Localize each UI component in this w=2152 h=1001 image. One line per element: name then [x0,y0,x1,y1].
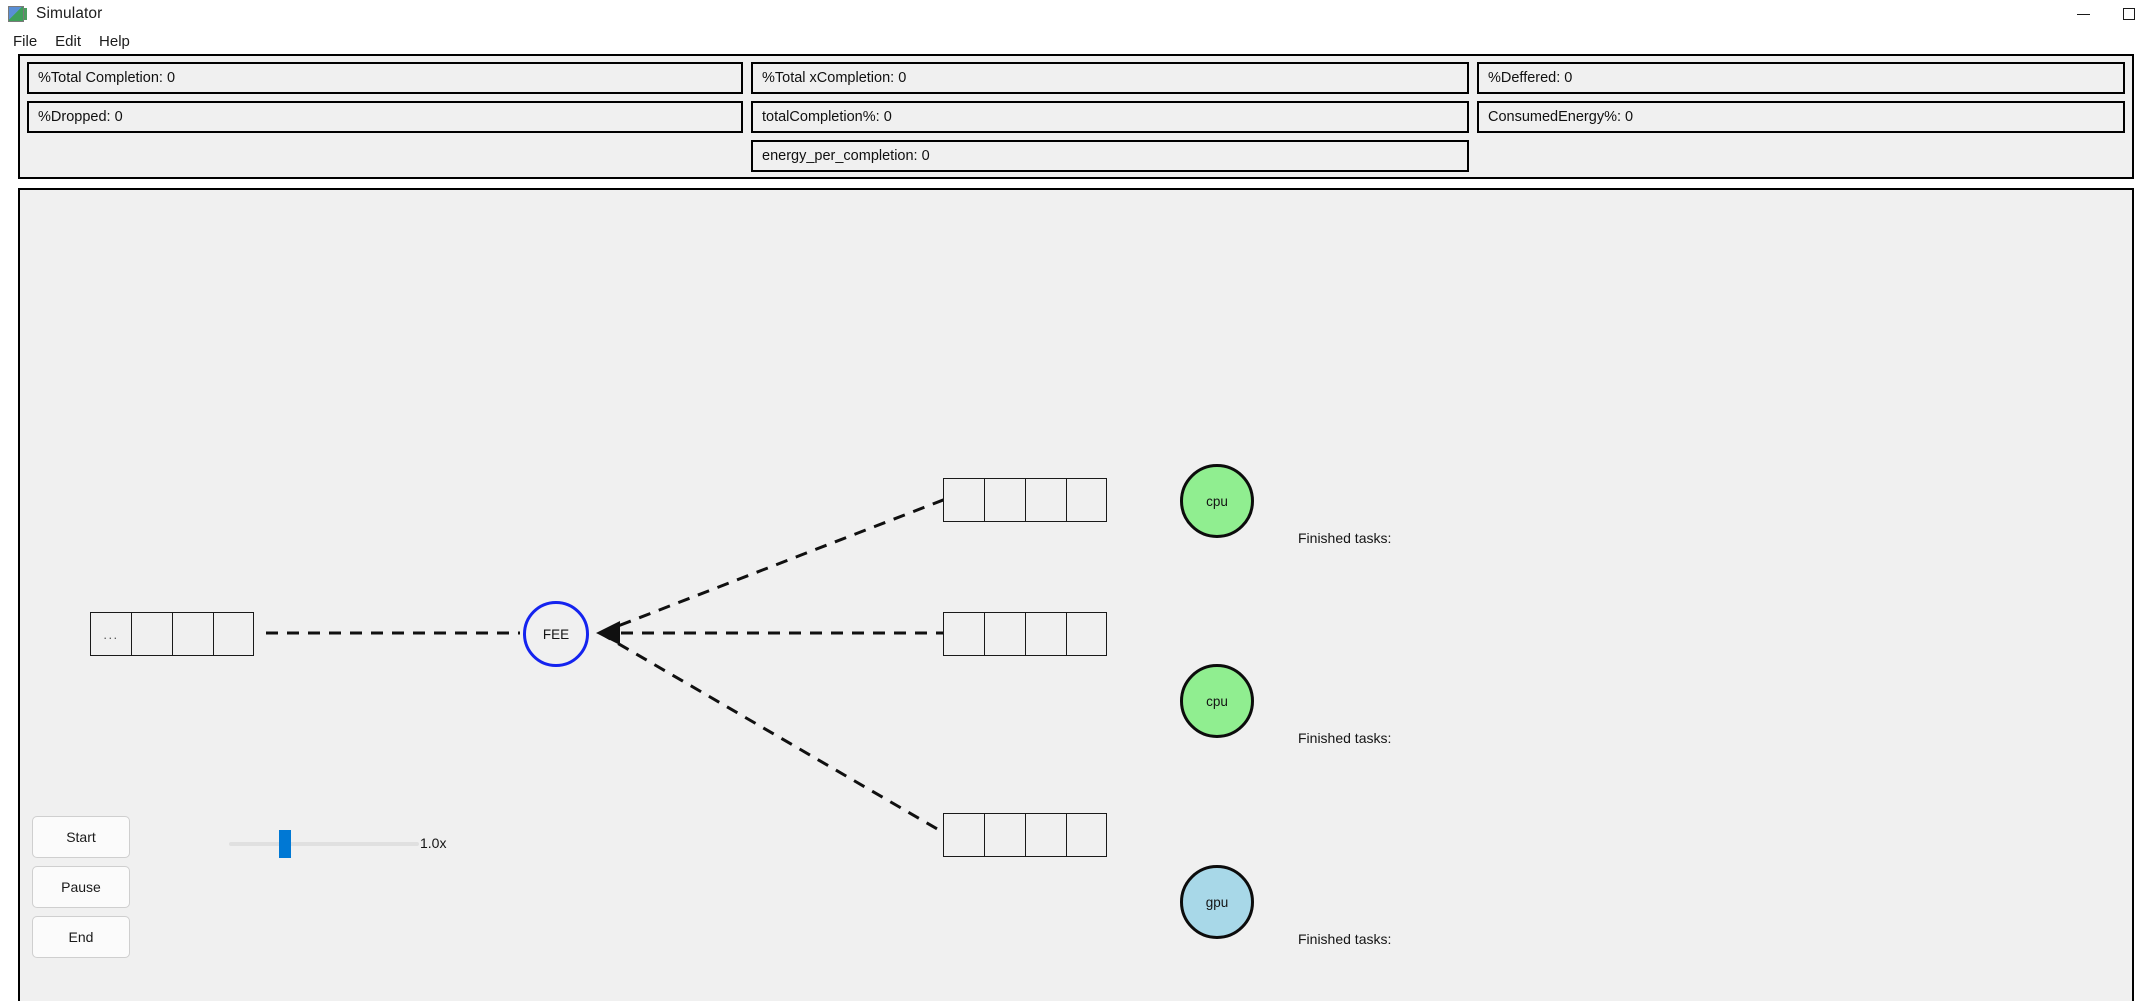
pause-button[interactable]: Pause [32,866,130,908]
queue-cell [943,813,984,857]
edge-fee-to-queue-1 [599,497,946,635]
processor-node-cpu-2[interactable]: cpu [1180,664,1254,738]
fee-node[interactable]: FEE [523,601,589,667]
maximize-icon [2123,8,2135,20]
stats-row-1: %Total Completion: 0 %Total xCompletion:… [27,62,2125,94]
processor-node-label: cpu [1206,493,1228,509]
stats-row-3: energy_per_completion: 0 [27,140,2125,172]
menu-item-edit[interactable]: Edit [55,32,82,50]
processor-queue-2[interactable] [943,612,1107,656]
queue-cell [984,478,1025,522]
stat-total-completion: %Total Completion: 0 [27,62,743,94]
speed-slider-thumb[interactable] [279,830,291,858]
minimize-button[interactable] [2060,0,2106,28]
speed-slider[interactable]: 1.0x [217,824,447,864]
processor-node-gpu[interactable]: gpu [1180,865,1254,939]
arrowhead-into-fee [596,621,620,645]
queue-cell [1066,478,1107,522]
statistics-panel: %Total Completion: 0 %Total xCompletion:… [18,54,2134,179]
stat-dropped: %Dropped: 0 [27,101,743,133]
queue-cell: ... [90,612,131,656]
queue-cell [1066,612,1107,656]
minimize-icon [2076,13,2090,15]
finished-tasks-label-2: Finished tasks: [1298,730,1392,746]
finished-tasks-label-1: Finished tasks: [1298,530,1392,546]
speed-slider-track[interactable] [229,842,419,846]
connection-lines [266,497,946,835]
queue-cell [984,612,1025,656]
edge-fee-to-queue-3 [599,631,946,835]
queue-cell [213,612,254,656]
app-icon [8,6,27,22]
processor-node-label: gpu [1205,894,1229,910]
queue-cell [131,612,172,656]
stats-row-2: %Dropped: 0 totalCompletion%: 0 Consumed… [27,101,2125,133]
maximize-button[interactable] [2106,0,2152,28]
source-queue[interactable]: ... [90,612,254,656]
menu-item-help[interactable]: Help [99,32,130,50]
menu-bar: File Edit Help [0,28,2152,54]
end-button[interactable]: End [32,916,130,958]
processor-queue-3[interactable] [943,813,1107,857]
queue-cell [1025,612,1066,656]
queue-cell [1025,478,1066,522]
menu-item-file[interactable]: File [13,32,38,50]
title-bar: Simulator [0,0,2152,28]
queue-cell [172,612,213,656]
queue-cell [943,478,984,522]
simulation-canvas: ... FEE cpu Finished tasks: cpu Finished… [18,188,2134,1001]
stat-consumed-energy: ConsumedEnergy%: 0 [1477,101,2125,133]
window-title: Simulator [36,5,103,22]
queue-cell [943,612,984,656]
stat-total-xcompletion: %Total xCompletion: 0 [751,62,1469,94]
stat-deffered: %Deffered: 0 [1477,62,2125,94]
start-button[interactable]: Start [32,816,130,858]
processor-queue-1[interactable] [943,478,1107,522]
queue-cell [1066,813,1107,857]
processor-node-cpu-1[interactable]: cpu [1180,464,1254,538]
queue-cell [1025,813,1066,857]
queue-cell [984,813,1025,857]
speed-slider-value: 1.0x [420,835,447,851]
stat-energy-per-completion: energy_per_completion: 0 [751,140,1469,172]
controls-group: Start Pause End 1.0x [32,816,452,966]
processor-node-label: cpu [1206,693,1228,709]
finished-tasks-label-3: Finished tasks: [1298,931,1392,947]
window-controls [2060,0,2152,28]
stat-total-completion-pct: totalCompletion%: 0 [751,101,1469,133]
fee-node-label: FEE [542,626,570,642]
